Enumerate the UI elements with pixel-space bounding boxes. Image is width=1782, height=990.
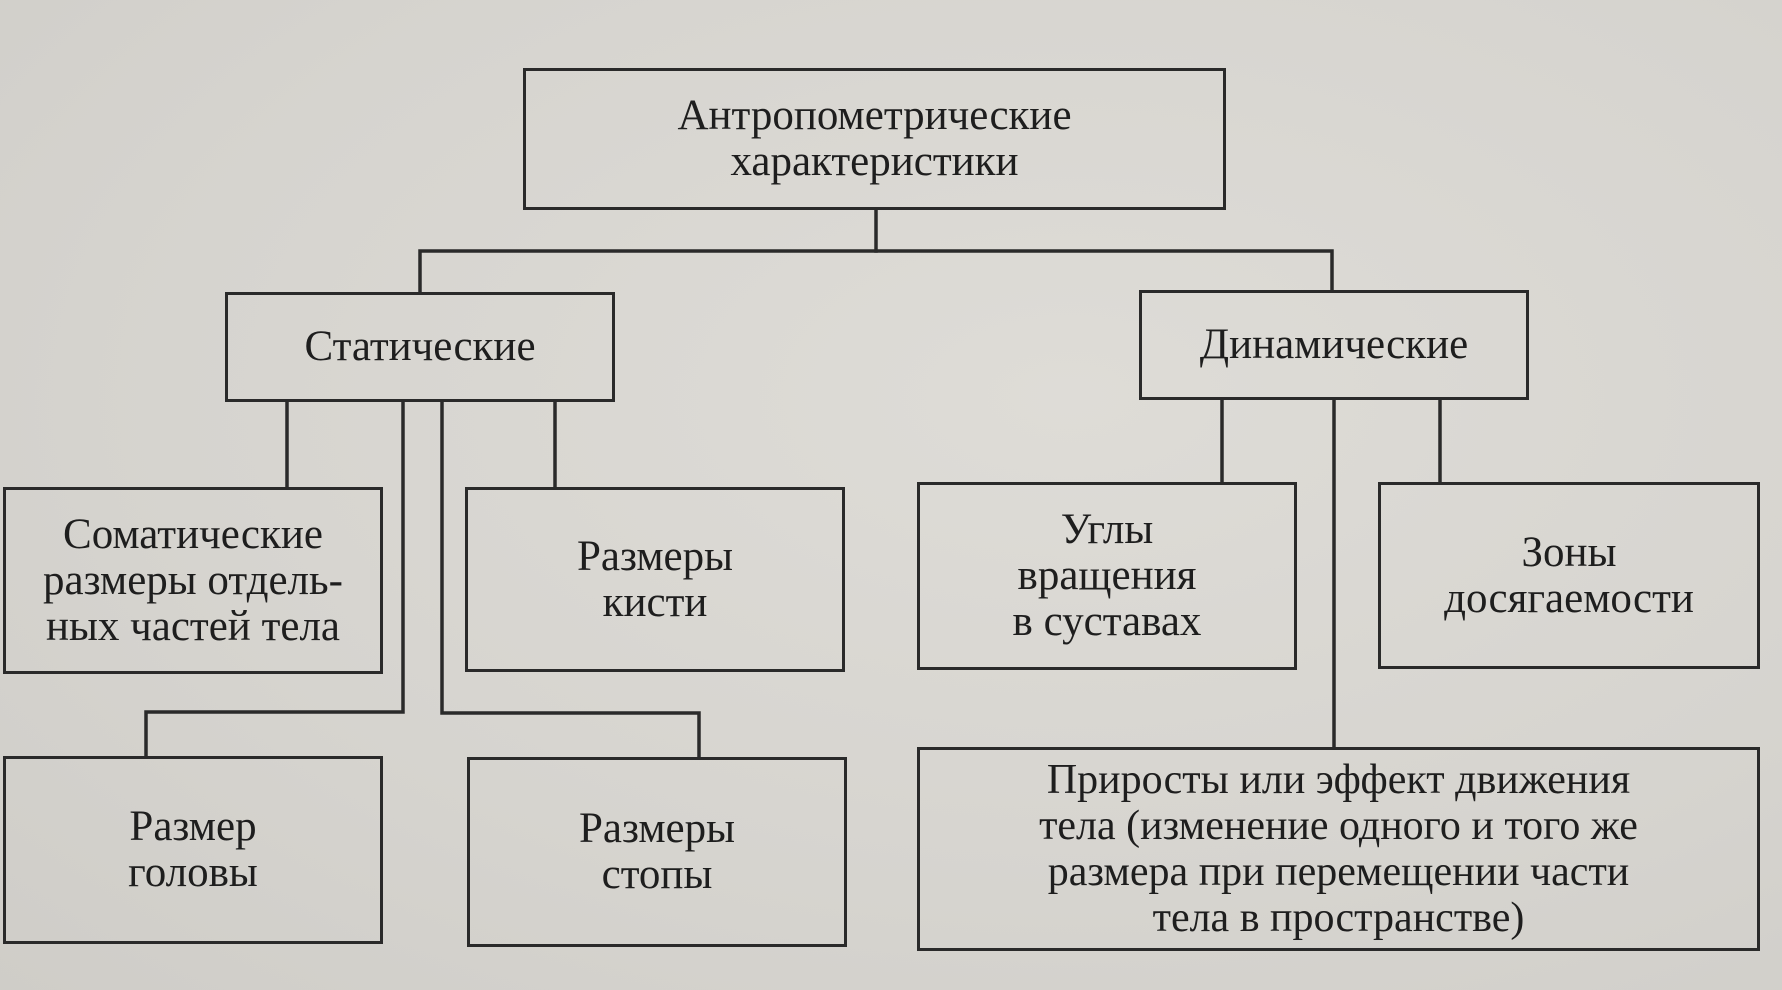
connector-static-foot	[440, 400, 701, 759]
node-dynamic: Динамические	[1139, 290, 1529, 400]
node-label-root: Антропометрические характеристики	[677, 92, 1072, 185]
node-label-reach: Зоны досягаемости	[1444, 528, 1694, 622]
node-foot-sizes: Размеры стопы	[467, 757, 847, 947]
node-movement-increments: Приросты или эффект движения тела (измен…	[917, 747, 1760, 951]
node-somatic-sizes: Соматические размеры отдель- ных частей …	[3, 487, 383, 674]
node-label-rotation: Углы вращения в суставах	[1012, 506, 1202, 645]
node-label-dynamic: Динамические	[1199, 321, 1469, 368]
node-label-hand: Размеры кисти	[576, 532, 734, 626]
node-label-foot: Размеры стопы	[578, 805, 736, 898]
node-static: Статические	[225, 292, 615, 402]
node-rotation-angles: Углы вращения в суставах	[917, 482, 1297, 670]
connector-static-head	[144, 400, 405, 758]
node-label-head: Размер головы	[128, 803, 258, 896]
node-anthropometric-characteristics: Антропометрические характеристики	[523, 68, 1226, 210]
connector-root-branches	[418, 249, 1334, 294]
node-label-static: Статические	[304, 323, 536, 370]
node-hand-sizes: Размеры кисти	[465, 487, 845, 672]
node-reach-zones: Зоны досягаемости	[1378, 482, 1760, 669]
node-label-somatic: Соматические размеры отдель- ных частей …	[43, 510, 343, 650]
node-head-size: Размер головы	[3, 756, 383, 944]
node-label-increments: Приросты или эффект движения тела (измен…	[1039, 757, 1638, 941]
